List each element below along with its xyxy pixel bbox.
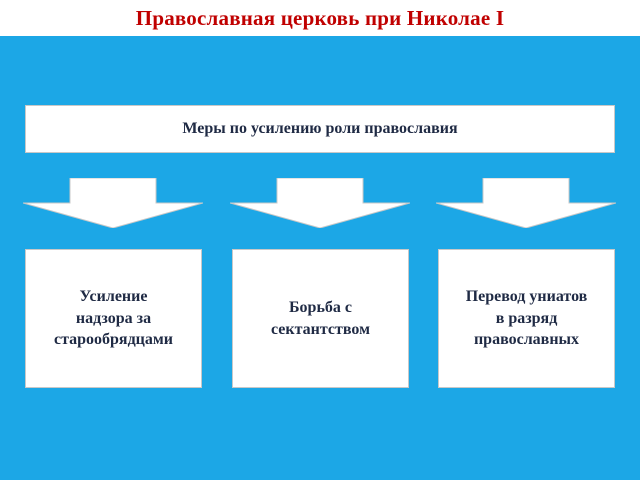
measure-text: Перевод униатов в разряд православных xyxy=(466,286,588,351)
measure-line: православных xyxy=(473,331,580,349)
title-bar: Православная церковь при Николае I xyxy=(0,0,640,36)
measure-box-uniates: Перевод униатов в разряд православных xyxy=(438,249,615,388)
measure-line: Борьба с xyxy=(288,298,353,316)
measure-line: Усиление xyxy=(79,288,148,306)
down-arrow-icon xyxy=(23,178,203,228)
measure-line: сектантством xyxy=(270,320,371,338)
page-title: Православная церковь при Николае I xyxy=(135,5,505,30)
measure-line: в разряд xyxy=(495,309,558,327)
down-arrow-icon xyxy=(230,178,410,228)
measure-text: Усиление надзора за старообрядцами xyxy=(54,286,173,351)
measure-line: Перевод униатов xyxy=(465,288,588,306)
measure-text: Борьба с сектантством xyxy=(271,297,370,340)
measure-line: надзора за xyxy=(75,309,152,327)
down-arrow-icon xyxy=(436,178,616,228)
measure-box-sectarians: Борьба с сектантством xyxy=(232,249,409,388)
measure-box-old-believers: Усиление надзора за старообрядцами xyxy=(25,249,202,388)
main-measures-box: Меры по усилению роли православия xyxy=(25,105,615,153)
measure-line: старообрядцами xyxy=(53,331,174,349)
